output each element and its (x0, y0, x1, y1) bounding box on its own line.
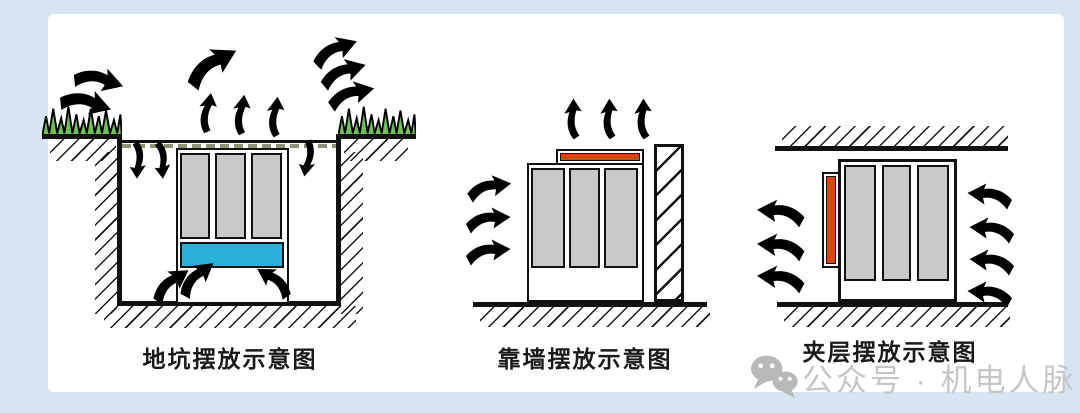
unit-fan-panel (531, 168, 565, 268)
exhaust-arrow (564, 98, 582, 140)
ceiling-hatch (782, 126, 1008, 146)
grating-bar (122, 140, 336, 143)
intake-arrow (466, 207, 511, 234)
intake-arrow (967, 281, 1012, 308)
caption-pit: 地坑摆放示意图 (142, 347, 318, 372)
ground-line-right (336, 134, 416, 139)
unit-fan-panel (215, 153, 246, 239)
ceiling-line (775, 146, 1008, 151)
pit-wall-left (117, 138, 122, 306)
intake-arrow (969, 217, 1014, 244)
heat-discharge-top-panel (556, 149, 644, 165)
intake-arrow (969, 249, 1014, 276)
unit-fan-panel (917, 165, 949, 281)
unit-fan-panel (882, 165, 911, 281)
unit-wall (527, 163, 644, 302)
pit-hatch-right (341, 152, 363, 314)
floor-line (777, 302, 1008, 307)
intake-arrow-into-pit (129, 140, 147, 180)
exhaust-arrow (757, 233, 805, 262)
wechat-icon (751, 355, 798, 399)
caption-mezzanine: 夹层摆放示意图 (802, 340, 978, 365)
unit-fan-panel (251, 153, 282, 239)
unit-fan-panel (569, 168, 600, 268)
pit-hatch-bottom (104, 306, 356, 328)
ground-line (473, 302, 707, 307)
floor-hatch (784, 307, 1010, 327)
unit-mezzanine (838, 159, 957, 302)
wall (654, 144, 684, 302)
exhaust-arrow (757, 199, 805, 228)
exhaust-arrow (600, 98, 618, 140)
water-basin-band (180, 242, 284, 268)
intake-arrow (466, 173, 513, 204)
unit-fan-panel (604, 168, 638, 268)
intake-arrow (967, 183, 1012, 210)
ground-line-left (42, 134, 122, 139)
unit-fan-panel (180, 153, 210, 239)
grating-dashes (122, 144, 336, 148)
intake-arrow-into-pit (152, 140, 172, 180)
intake-arrow (466, 239, 511, 266)
heat-panel-fill (560, 153, 640, 161)
pit-wall-right (336, 138, 341, 306)
pit-hatch-left (95, 152, 117, 314)
unit-fan-panel (844, 165, 876, 281)
caption-wall: 靠墙摆放示意图 (497, 347, 673, 372)
ground-hatch (480, 307, 710, 327)
watermark-text: 公众号 · 机电人脉 (802, 363, 1077, 398)
exhaust-arrow (264, 95, 286, 139)
heat-panel-fill (826, 176, 836, 264)
exhaust-arrow (634, 98, 652, 140)
exhaust-arrow (757, 265, 805, 294)
